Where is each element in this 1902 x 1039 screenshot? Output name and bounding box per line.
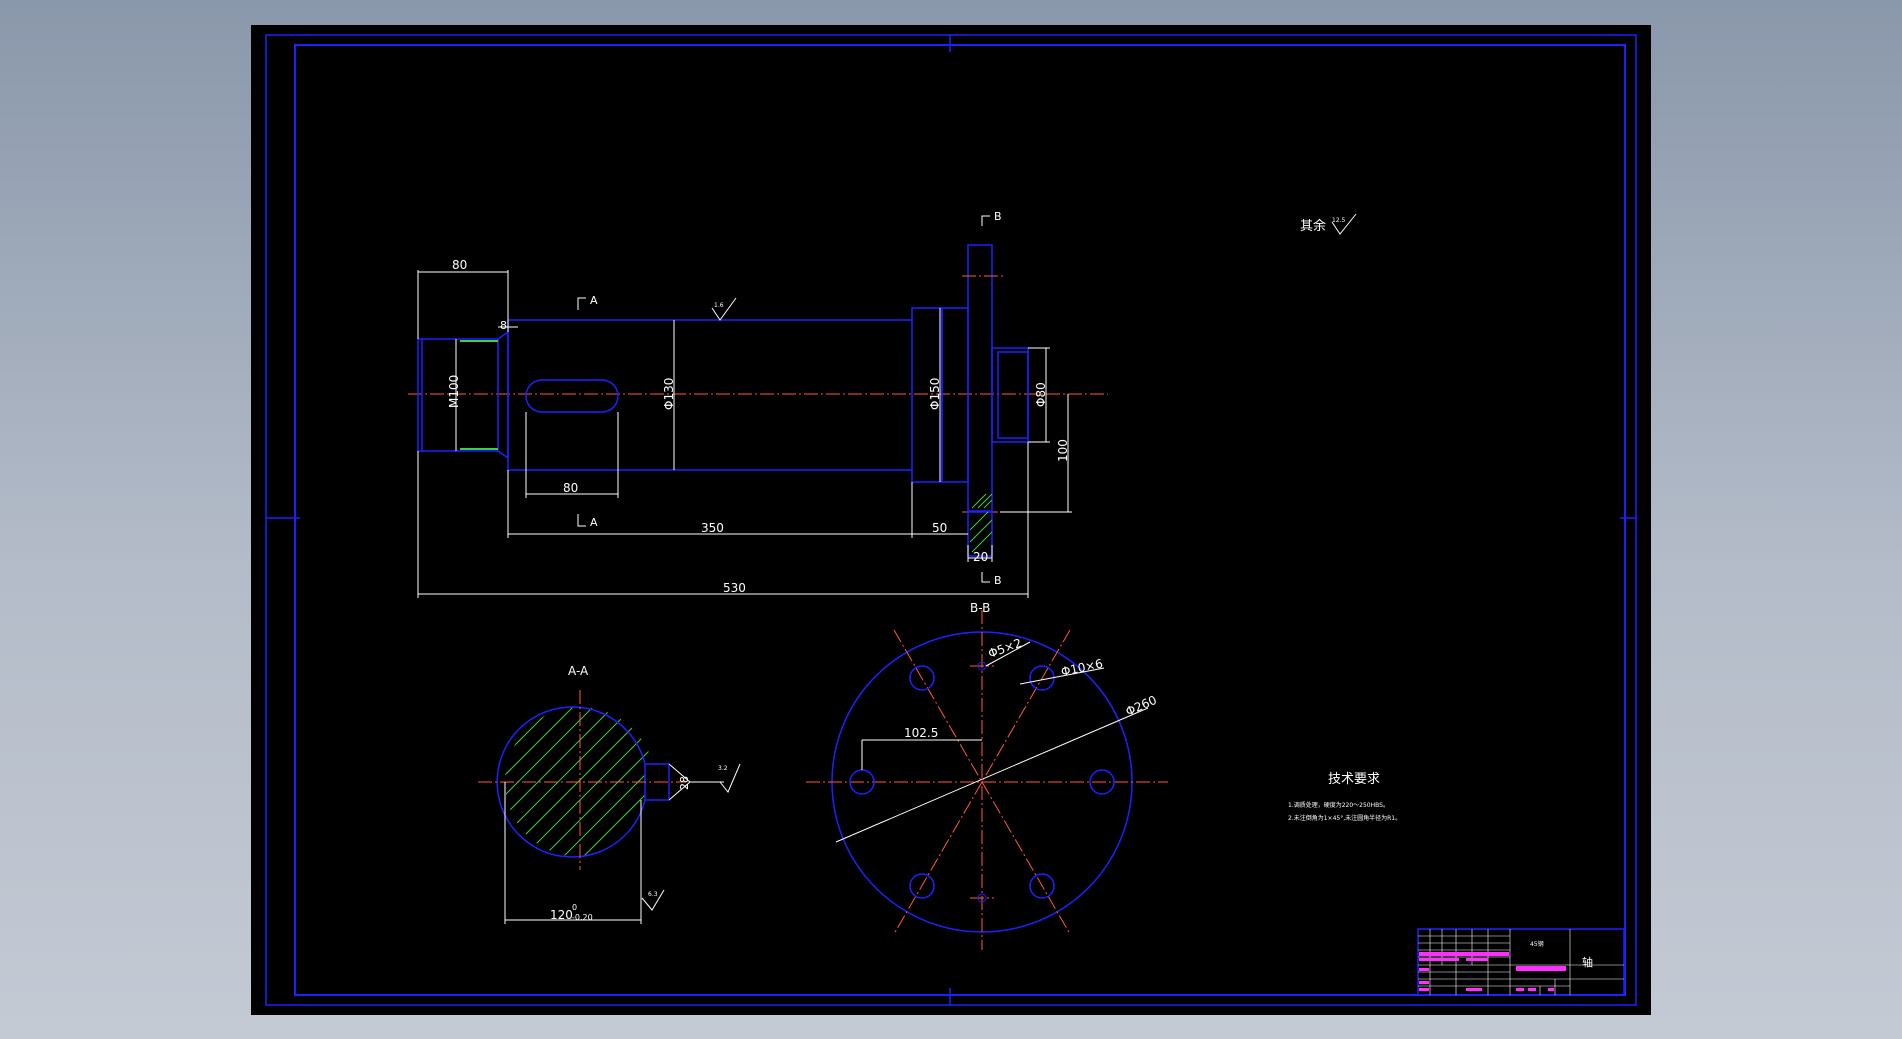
roughness-other-value: 12.5 [1332, 217, 1346, 224]
dim-phi150: Φ150 [928, 378, 942, 410]
section-mark-a-bottom: A [590, 516, 598, 529]
dim-28: 28 [678, 776, 691, 790]
drawing-sheet [251, 25, 1651, 1015]
dim-8: 8 [500, 319, 507, 332]
sheet-center-marks [266, 35, 1636, 1005]
tech-requirements: 技术要求 1.调质处理，硬度为220～250HBS。 2.未注倒角为1×45°,… [1288, 772, 1401, 822]
title-block: 轴 45钢 [1417, 928, 1625, 996]
dim-phi80: Φ80 [1034, 382, 1048, 407]
material: 45钢 [1530, 940, 1544, 948]
tech-title: 技术要求 [1328, 772, 1380, 787]
dim-530: 530 [723, 581, 746, 595]
main-dimension-labels: 80 8 M100 Φ130 Φ150 Φ80 100 80 350 50 20… [447, 210, 1346, 595]
dim-20: 20 [973, 550, 988, 564]
section-aa-labels: A-A 28 120 0 -0.20 3.2 6.3 [550, 664, 728, 922]
section-aa-dimensions [504, 763, 741, 924]
roughness-other-label: 其余 [1300, 218, 1326, 234]
tol-lower: -0.20 [572, 913, 593, 922]
dim-100: 100 [1056, 439, 1070, 462]
dim-m100: M100 [447, 375, 461, 408]
dim-350: 350 [701, 521, 724, 535]
section-mark-a-top: A [590, 294, 598, 307]
tech-line-1: 1.调质处理，硬度为220～250HBS。 [1288, 801, 1389, 809]
tol-upper: 0 [572, 903, 577, 912]
dim-80-top: 80 [452, 258, 467, 272]
roughness-a: 3.2 [718, 765, 728, 772]
section-bb-dimensions [835, 641, 1149, 843]
tech-line-2: 2.未注倒角为1×45°,未注圆角半径为R1。 [1288, 814, 1401, 822]
section-aa-title: A-A [568, 664, 589, 678]
shaft-main-view [408, 244, 1108, 557]
dim-120: 120 [550, 908, 573, 922]
dim-80-key: 80 [563, 481, 578, 495]
dim-phi130: Φ130 [662, 378, 676, 410]
sheet-inner-border [294, 44, 1626, 996]
section-aa-view [478, 690, 686, 870]
dim-102-5: 102.5 [904, 726, 938, 740]
section-mark-b-bottom: B [994, 574, 1002, 587]
roughness-small: 6.3 [648, 891, 658, 898]
dim-50: 50 [932, 521, 947, 535]
section-bb-title: B-B [970, 601, 990, 615]
section-mark-b-top: B [994, 210, 1002, 223]
sheet-outer-border [265, 34, 1637, 1006]
main-dimensions [417, 213, 1357, 598]
roughness-mid: 1.6 [714, 302, 724, 309]
part-name: 轴 [1582, 955, 1593, 969]
